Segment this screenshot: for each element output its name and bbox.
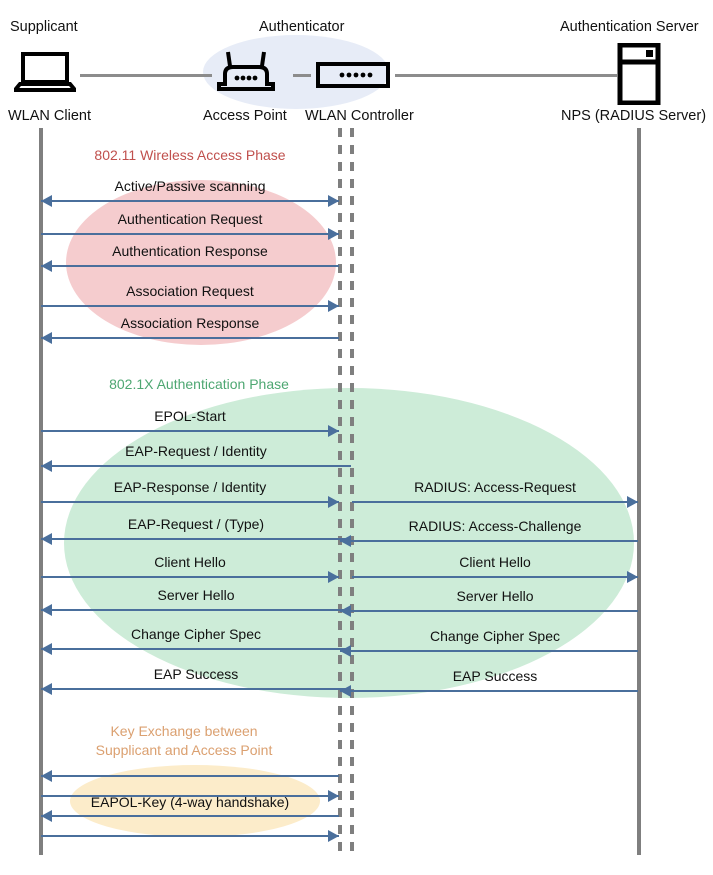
phase-caption-key-exchange-line1: Key Exchange between xyxy=(110,723,258,739)
message-label: EAP Success xyxy=(153,666,239,682)
message-line xyxy=(41,648,351,650)
arrowhead-right xyxy=(328,496,339,508)
message-label: EAP Success xyxy=(452,668,538,684)
arrowhead-left xyxy=(41,460,52,472)
link-client-to-ap xyxy=(80,74,212,77)
message-line xyxy=(340,690,638,692)
message-line xyxy=(41,815,339,817)
arrowhead-right xyxy=(328,300,339,312)
node-label-nps-radius: NPS (RADIUS Server) xyxy=(561,108,707,124)
arrowhead-left xyxy=(340,605,351,617)
message-label: Client Hello xyxy=(459,554,531,570)
arrowhead-left xyxy=(41,260,52,272)
server-rack-icon xyxy=(617,42,661,110)
arrowhead-left xyxy=(41,533,52,545)
arrowhead-left xyxy=(41,643,52,655)
arrowhead-right xyxy=(328,195,339,207)
arrowhead-right xyxy=(627,571,638,583)
lifeline-wlan-controller xyxy=(350,128,354,855)
lifeline-access-point xyxy=(338,128,342,855)
arrowhead-left xyxy=(340,685,351,697)
message-label: Active/Passive scanning xyxy=(114,178,266,194)
message-line xyxy=(41,501,339,503)
phase-ellipse-wireless-access xyxy=(66,180,336,345)
authenticator-group-blob xyxy=(203,35,389,109)
message-line xyxy=(41,835,339,837)
message-line xyxy=(352,576,638,578)
message-line xyxy=(41,538,351,540)
arrowhead-right xyxy=(328,830,339,842)
arrowhead-right xyxy=(328,425,339,437)
message-label: EAP-Response / Identity xyxy=(113,479,267,495)
message-line xyxy=(41,576,339,578)
arrowhead-left xyxy=(41,604,52,616)
message-label: Change Cipher Spec xyxy=(430,628,560,644)
wireless-access-point-icon xyxy=(215,50,277,97)
message-line xyxy=(41,233,339,235)
message-label: EAPOL-Key (4-way handshake) xyxy=(90,794,290,810)
phase-caption-key-exchange: Key Exchange between Supplicant and Acce… xyxy=(96,722,273,760)
message-line xyxy=(340,650,638,652)
message-label: RADIUS: Access-Request xyxy=(414,479,576,495)
message-label: RADIUS: Access-Challenge xyxy=(408,518,582,534)
message-label: EAP-Request / Identity xyxy=(125,443,267,459)
phase-caption-dot1x-authentication: 802.1X Authentication Phase xyxy=(109,376,289,392)
message-label: Client Hello xyxy=(154,554,226,570)
network-switch-icon xyxy=(316,62,390,93)
message-line xyxy=(41,200,339,202)
node-label-wlan-client: WLAN Client xyxy=(8,108,91,124)
node-label-access-point: Access Point xyxy=(203,108,287,124)
message-label: Association Request xyxy=(126,283,254,299)
message-line xyxy=(41,795,339,797)
lifeline-auth-server xyxy=(637,128,641,855)
message-label: Authentication Request xyxy=(117,211,263,227)
message-label: Server Hello xyxy=(456,588,534,604)
message-line xyxy=(41,465,351,467)
arrowhead-left xyxy=(340,645,351,657)
arrowhead-right xyxy=(328,571,339,583)
role-title-authenticator: Authenticator xyxy=(259,19,345,35)
arrowhead-left xyxy=(41,683,52,695)
arrowhead-left xyxy=(41,195,52,207)
message-label: Server Hello xyxy=(157,587,235,603)
message-line xyxy=(41,609,351,611)
message-line xyxy=(41,688,351,690)
message-label: EAP-Request / (Type) xyxy=(127,516,265,532)
message-line xyxy=(41,775,339,777)
message-label: Association Response xyxy=(120,315,260,331)
phase-ellipse-key-exchange xyxy=(70,765,320,837)
message-label: Change Cipher Spec xyxy=(131,626,261,642)
node-label-wlan-controller: WLAN Controller xyxy=(305,108,414,124)
arrowhead-left xyxy=(41,332,52,344)
arrowhead-left xyxy=(41,810,52,822)
message-line xyxy=(41,265,339,267)
link-ap-to-controller xyxy=(293,74,311,77)
arrowhead-left xyxy=(41,770,52,782)
phase-caption-key-exchange-line2: Supplicant and Access Point xyxy=(95,742,273,758)
lifeline-supplicant xyxy=(39,128,43,855)
message-line xyxy=(340,610,638,612)
link-controller-to-radius xyxy=(395,74,617,77)
message-label: EPOL-Start xyxy=(154,408,226,424)
message-line xyxy=(41,337,339,339)
phase-caption-wireless-access: 802.11 Wireless Access Phase xyxy=(94,147,286,163)
arrowhead-right xyxy=(328,228,339,240)
message-line xyxy=(41,305,339,307)
arrowhead-left xyxy=(340,535,351,547)
arrowhead-right xyxy=(627,496,638,508)
laptop-icon xyxy=(10,52,80,97)
message-line xyxy=(352,501,638,503)
message-label: Authentication Response xyxy=(112,243,268,259)
message-line xyxy=(340,540,638,542)
arrowhead-right xyxy=(328,790,339,802)
message-line xyxy=(41,430,339,432)
role-title-authentication-server: Authentication Server xyxy=(560,19,699,35)
role-title-supplicant: Supplicant xyxy=(10,19,78,35)
